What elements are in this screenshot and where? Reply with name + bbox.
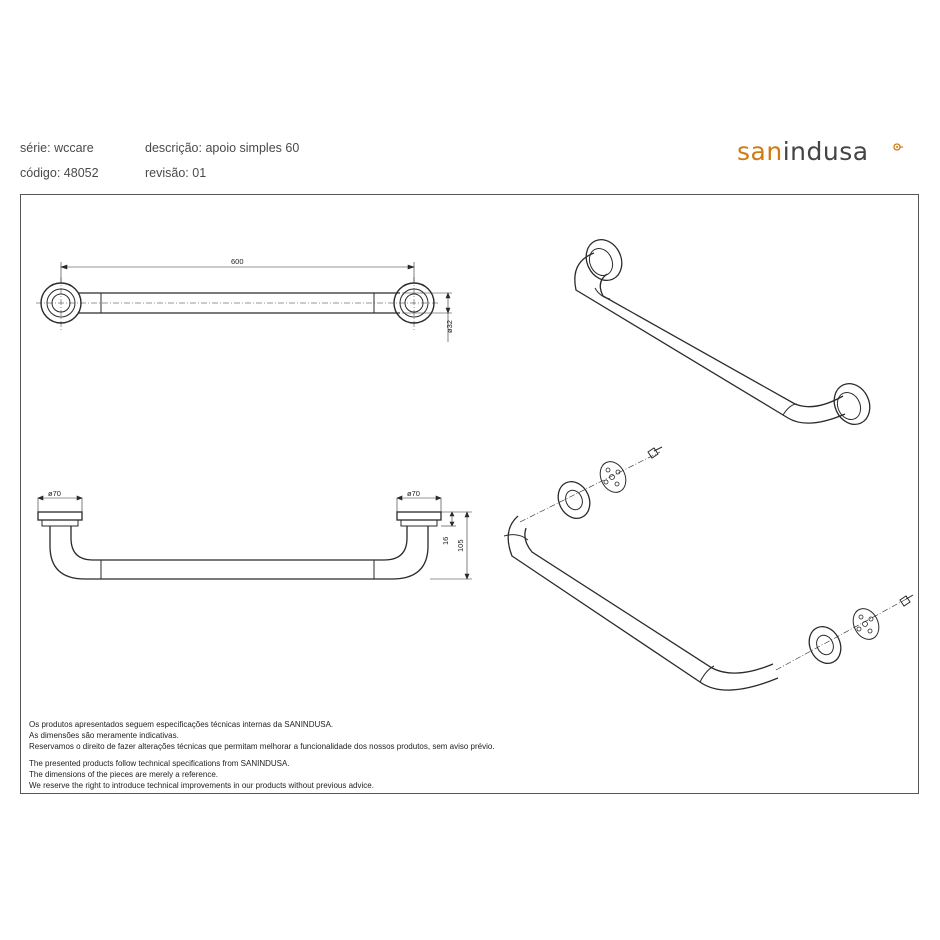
descricao-field: descrição: apoio simples 60: [145, 141, 299, 155]
dim-projection: 105: [456, 539, 465, 552]
dim-flange-depth: 16: [441, 537, 450, 545]
descricao-value: apoio simples 60: [205, 141, 300, 155]
notes-english: The presented products follow technical …: [29, 758, 374, 791]
descricao-label: descrição:: [145, 141, 202, 155]
side-view: [37, 495, 472, 580]
top-view: [36, 262, 452, 342]
note-line: The presented products follow technical …: [29, 759, 290, 768]
note-line: As dimensões são meramente indicativas.: [29, 731, 179, 740]
note-line: The dimensions of the pieces are merely …: [29, 770, 218, 779]
dim-length: 600: [231, 257, 244, 266]
dim-tube-diameter: ø32: [445, 320, 454, 333]
note-line: Reservamos o direito de fazer alterações…: [29, 742, 495, 751]
codigo-field: código: 48052: [20, 166, 99, 180]
dim-flange-diameter-left: ø70: [48, 489, 61, 498]
revisao-value: 01: [192, 166, 207, 180]
sanindusa-logo: sanindusa: [737, 139, 869, 164]
revisao-field: revisão: 01: [145, 166, 206, 180]
drawing-frame: [20, 194, 919, 794]
serie-value: wccare: [54, 141, 94, 155]
revisao-label: revisão:: [145, 166, 189, 180]
logo-text-accent: san: [737, 137, 783, 166]
isometric-exploded-view: [503, 446, 914, 691]
isometric-assembled-view: [574, 239, 871, 425]
dim-flange-diameter-right: ø70: [407, 489, 420, 498]
codigo-value: 48052: [63, 166, 99, 180]
logo-text-main: indusa: [782, 137, 869, 166]
serie-label: série:: [20, 141, 51, 155]
note-line: Os produtos apresentados seguem especifi…: [29, 720, 334, 729]
logo-mark-icon: [893, 143, 903, 151]
notes-portuguese: Os produtos apresentados seguem especifi…: [29, 719, 495, 752]
note-line: We reserve the right to introduce techni…: [29, 781, 374, 790]
serie-field: série: wccare: [20, 141, 94, 155]
codigo-label: código:: [20, 166, 61, 180]
